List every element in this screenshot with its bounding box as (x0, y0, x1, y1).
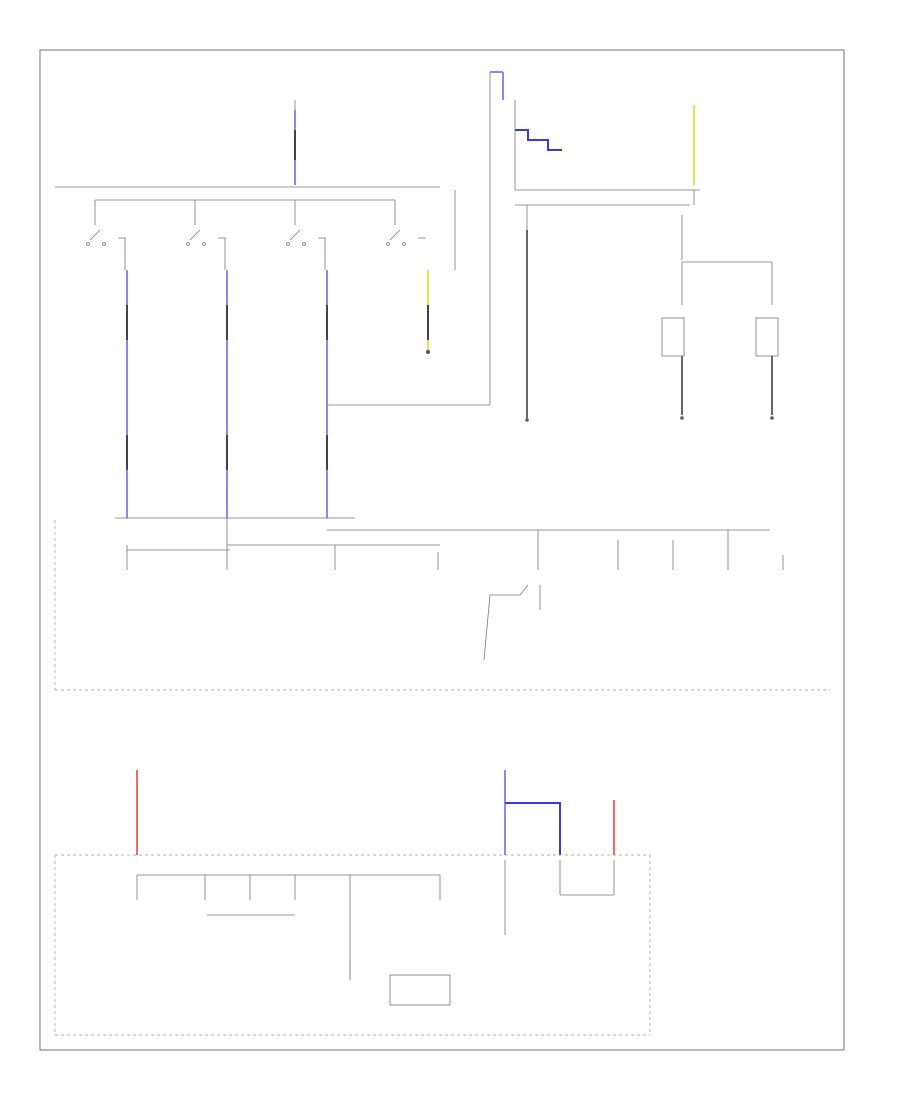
relay-top-center (514, 100, 700, 422)
fuse-source-bottom-mid (504, 770, 561, 855)
blue-wire-center-riser (327, 71, 504, 406)
ignition-switch-assembly (55, 186, 456, 270)
relay-pair-right (661, 190, 779, 420)
distribution-bus (115, 517, 784, 661)
diagram-frame (39, 49, 845, 1051)
bottom-distribution (136, 860, 615, 1006)
yellow-wire-switch (426, 270, 430, 354)
bottom-junction-box (54, 854, 651, 1036)
blue-wires-ignition (126, 270, 328, 518)
